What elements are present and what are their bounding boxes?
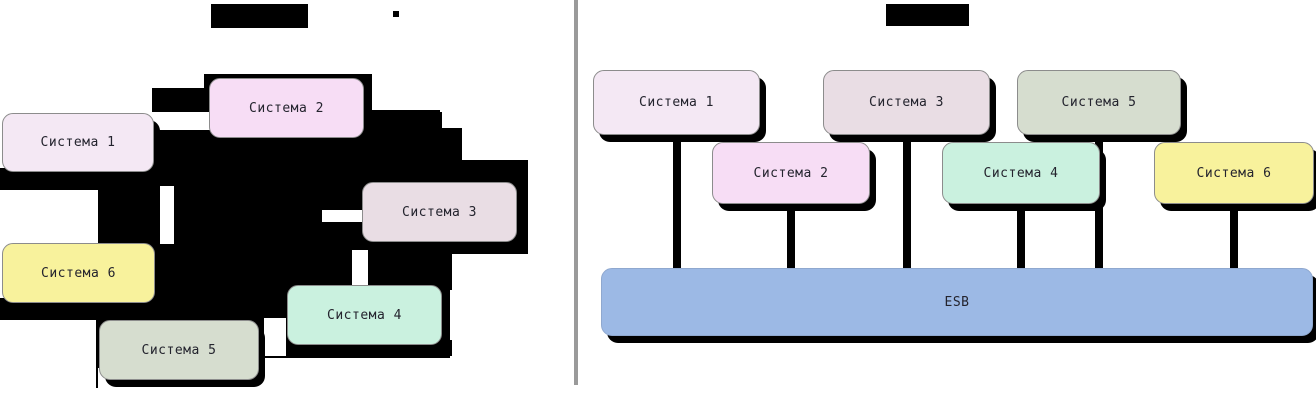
left-panel-title-redaction-bar: [211, 4, 308, 28]
right-system-label-5: Система 5: [1061, 95, 1137, 110]
right-panel-title-redaction-bar: [886, 4, 969, 26]
left-system-box-6[interactable]: Система 6: [2, 243, 155, 303]
left-system-label-3: Система 3: [402, 204, 477, 220]
left-system-label-6: Система 6: [41, 265, 116, 281]
left-system-label-2: Система 2: [249, 100, 324, 116]
esb-connector-5: [1095, 131, 1103, 278]
right-system-label-3: Система 3: [869, 95, 944, 110]
esb-connector-3: [902, 131, 911, 278]
right-system-label-1: Система 1: [639, 95, 714, 110]
panel-divider: [574, 0, 578, 385]
left-system-label-5: Система 5: [141, 342, 217, 358]
right-system-box-4[interactable]: Система 4: [942, 142, 1100, 204]
left-system-box-5[interactable]: Система 5: [99, 320, 259, 380]
right-system-label-6: Система 6: [1196, 165, 1272, 181]
left-system-box-4[interactable]: Система 4: [287, 285, 442, 345]
right-system-label-2: Система 2: [753, 165, 829, 181]
esb-connector-4: [1017, 200, 1025, 278]
esb-connector-6: [1230, 200, 1238, 278]
right-system-box-2[interactable]: Система 2: [712, 142, 870, 204]
left-system-box-2[interactable]: Система 2: [209, 78, 364, 138]
left-system-label-4: Система 4: [327, 307, 402, 323]
esb-bus-bar[interactable]: ESB: [601, 268, 1313, 336]
right-system-box-6[interactable]: Система 6: [1154, 142, 1314, 204]
left-system-box-3[interactable]: Система 3: [362, 182, 517, 242]
right-system-box-1[interactable]: Система 1: [593, 70, 760, 135]
left-system-label-1: Система 1: [40, 135, 116, 150]
esb-connector-2: [787, 200, 795, 278]
stray-dot-marker: [393, 11, 399, 17]
right-system-box-5[interactable]: Система 5: [1017, 70, 1181, 135]
esb-bus-label: ESB: [944, 294, 970, 310]
left-system-box-1[interactable]: Система 1: [2, 113, 154, 172]
right-system-box-3[interactable]: Система 3: [823, 70, 990, 135]
right-system-label-4: Система 4: [983, 165, 1059, 181]
esb-connector-1: [672, 131, 681, 278]
